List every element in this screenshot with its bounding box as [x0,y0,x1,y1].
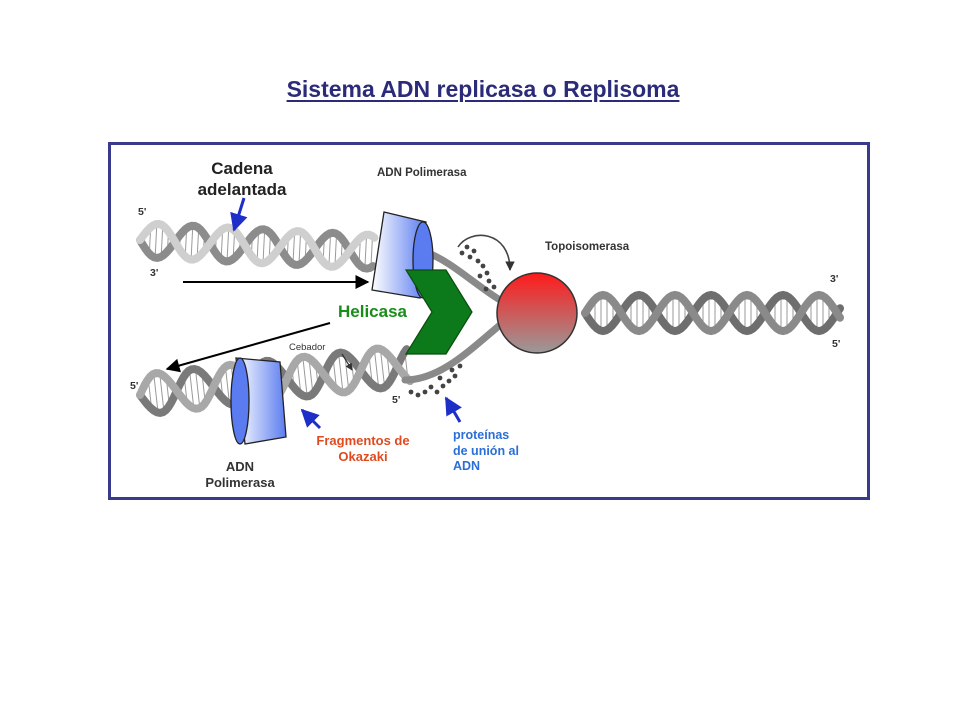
strand-end-bottom-mid-5: 5' [392,394,401,406]
page-title: Sistema ADN replicasa o Replisoma [286,76,680,102]
ssb-protein-dots-top [459,244,497,292]
helicase-shape [404,269,473,355]
topo-curved-arrow [457,234,515,271]
okazaki-pointer [300,408,322,430]
strand-end-right-3: 3' [830,273,839,285]
dna-polymerase-bottom [230,357,287,445]
leading-strand-helix [136,219,379,273]
leading-strand-pointer [230,197,248,232]
okazaki-fragments-label: Fragmentos de Okazaki [316,433,410,465]
primer-label: Cebador [289,342,326,353]
ssb-protein-dots-bottom [408,363,463,398]
primer-pointer [341,353,353,371]
ssb-proteins-label: proteínas de unión al ADN [453,428,519,474]
dna-polymerase-bottom-label: ADN Polimerasa [205,459,275,491]
diagram-frame [108,142,870,500]
strand-end-bottom-left-5: 5' [130,380,139,392]
ssb-pointer [444,396,462,423]
ss-strand-bottom [401,321,504,384]
helicase-label: Helicasa [338,302,407,321]
strand-end-right-5: 5' [832,338,841,350]
dna-polymerase-top-label: ADN Polimerasa [377,167,467,179]
strand-end-top-left-5: 5' [138,206,147,218]
topoisomerase-label: Topoisomerasa [545,241,630,253]
topoisomerase-shape [496,272,578,354]
lagging-direction-arrow [165,322,331,373]
parental-helix [581,290,844,336]
strand-end-top-left-3: 3' [150,267,159,279]
leading-strand-label: Cadena adelantada [197,159,287,200]
